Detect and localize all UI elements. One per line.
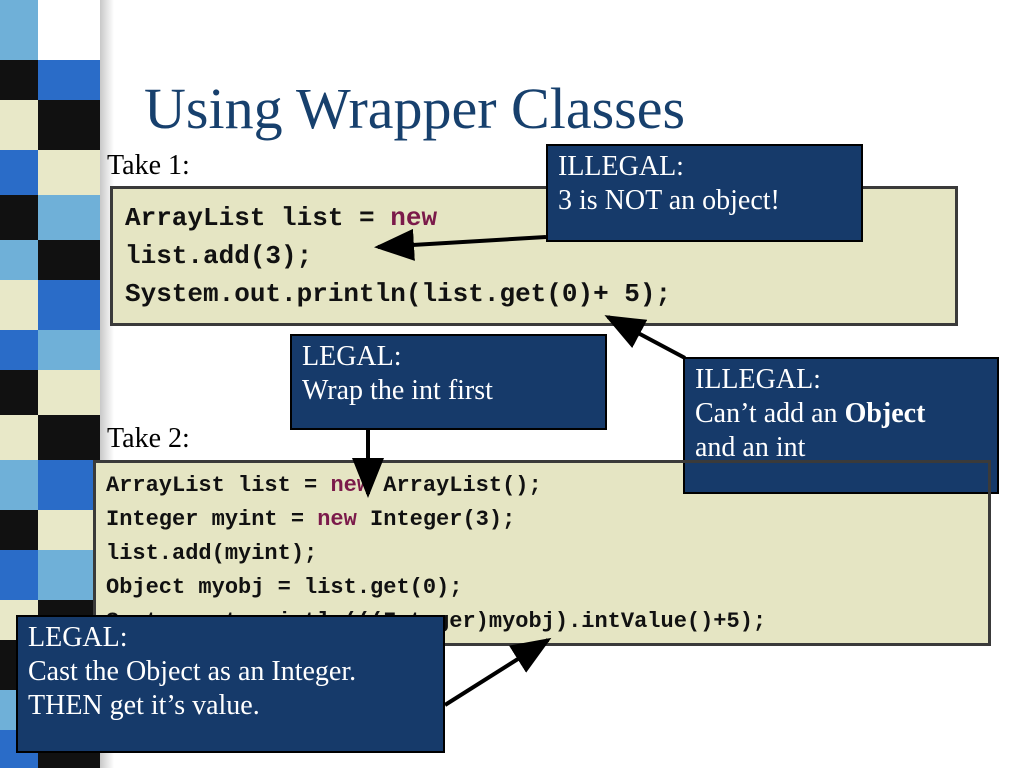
code-text: Integer myint = (106, 507, 318, 532)
code-line: Object myobj = list.get(0); (106, 575, 463, 600)
callout-legal-wrap: LEGAL: Wrap the int first (290, 334, 607, 430)
arrow-to-cast (443, 637, 552, 707)
code-text: ArrayList list = (106, 473, 331, 498)
callout-text: Wrap the int first (302, 375, 493, 407)
keyword-new: new (317, 507, 357, 532)
code-line: list.add(myint); (106, 541, 318, 566)
code-line: ArrayList list = new ArrayList(); (106, 469, 978, 503)
take2-label: Take 2: (107, 423, 190, 454)
callout-illegal-not-object: ILLEGAL: 3 is NOT an object! (546, 144, 863, 242)
code-line: list.add(3); (125, 241, 313, 271)
callout-legal-cast: LEGAL: Cast the Object as an Integer. TH… (16, 615, 445, 753)
slide-title: Using Wrapper Classes (144, 76, 686, 141)
callout-text-part: Can’t add an (695, 398, 845, 430)
callout-text: Cast the Object as an Integer. (28, 656, 357, 688)
code-line: ArrayList list = new (125, 199, 943, 237)
code-text: ArrayList(); (370, 473, 542, 498)
callout-heading: ILLEGAL: (695, 364, 821, 395)
callout-text: and an int (695, 432, 806, 464)
callout-heading: LEGAL: (302, 341, 402, 372)
callout-heading: ILLEGAL: (558, 151, 684, 182)
callout-illegal-add: ILLEGAL: Can’t add an Object and an int (683, 357, 999, 494)
arrow-to-println (604, 315, 686, 360)
callout-heading: LEGAL: (28, 622, 128, 653)
code-line: Integer myint = new Integer(3); (106, 503, 978, 537)
take1-label: Take 1: (107, 150, 190, 181)
callout-text: 3 is NOT an object! (558, 185, 780, 217)
callout-text: THEN get it’s value. (28, 690, 260, 722)
callout-text-bold: Object (844, 398, 926, 430)
arrow-to-list-add (374, 228, 547, 261)
code-text: Integer(3); (356, 507, 516, 532)
code-text: ArrayList list = (125, 203, 391, 233)
code-line: System.out.println(list.get(0)+ 5); (125, 279, 672, 309)
callout-text: Can’t add an Object (695, 397, 987, 431)
keyword-new: new (390, 203, 438, 233)
